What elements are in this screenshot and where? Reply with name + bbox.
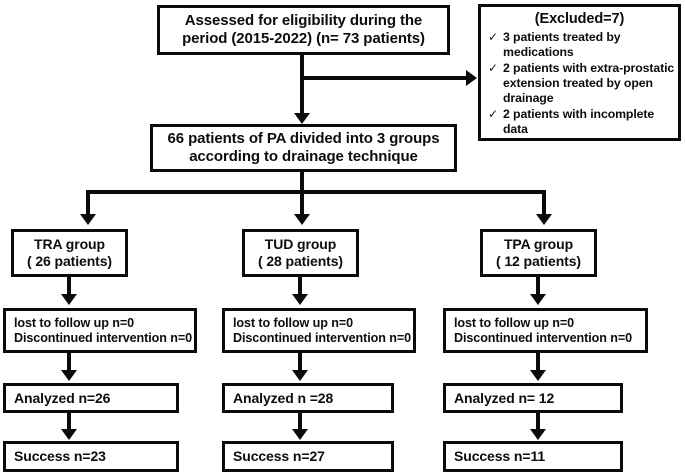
success-text: Success n=23 (14, 448, 106, 465)
arrow-tud-to-followup (292, 294, 308, 305)
group-name: TPA group (503, 236, 574, 253)
connector-to-excluded (300, 76, 468, 80)
analyzed-text: Analyzed n=26 (14, 389, 111, 406)
node-analyzed-tra: Analyzed n=26 (3, 383, 179, 413)
list-item: ✓ 2 patients with extra-prostatic extens… (488, 61, 679, 106)
arrow-to-group-tra (80, 214, 96, 225)
arrow-to-excluded (466, 70, 477, 86)
arrow-to-divided (294, 113, 310, 124)
node-success-tpa: Success n=11 (443, 441, 623, 472)
arrow-tra-to-success (61, 429, 77, 440)
excluded-item-text: 2 patients with incomplete data (503, 107, 655, 137)
group-count: ( 26 patients) (27, 253, 112, 269)
connector-tud-to-followup (298, 277, 302, 298)
connector-tud-to-analyzed (298, 353, 302, 375)
excluded-item-text: 2 patients with extra-prostatic extensio… (503, 61, 675, 106)
connector-tpa-to-followup (536, 277, 540, 298)
divided-line-2: according to drainage technique (189, 148, 418, 165)
arrow-to-group-tud (294, 214, 310, 225)
arrow-to-group-tpa (536, 214, 552, 225)
connector-split-middle (300, 190, 304, 218)
arrow-tud-to-success (292, 429, 308, 440)
node-followup-tud: lost to follow up n=0 Discontinued inter… (222, 308, 416, 353)
excluded-item-text: 3 patients treated by medications (503, 30, 621, 60)
arrow-tpa-to-success (530, 429, 546, 440)
list-item: ✓ 3 patients treated by medications (488, 30, 679, 60)
divided-line-1: 66 patients of PA divided into 3 groups (167, 130, 440, 148)
connector-divided-down (300, 172, 304, 193)
connector-tud-to-success (298, 413, 302, 432)
analyzed-text: Analyzed n =28 (233, 389, 334, 406)
excluded-list: ✓ 3 patients treated by medications ✓ 2 … (484, 30, 683, 138)
node-group-tud: TUD group ( 28 patients) (242, 229, 359, 277)
node-group-tpa: TPA group ( 12 patients) (480, 229, 597, 277)
node-group-tra: TRA group ( 26 patients) (11, 229, 128, 277)
node-success-tra: Success n=23 (3, 441, 179, 472)
followup-line-1: lost to follow up n=0 (233, 315, 353, 330)
connector-tra-to-analyzed (67, 353, 71, 375)
followup-line-1: lost to follow up n=0 (454, 315, 574, 330)
check-icon: ✓ (488, 30, 498, 45)
assessed-line-1: Assessed for eligibility during the (184, 12, 423, 30)
check-icon: ✓ (488, 107, 498, 122)
group-count: ( 28 patients) (258, 253, 343, 269)
arrow-tra-to-analyzed (61, 370, 77, 381)
followup-line-2: Discontinued intervention n=0 (233, 330, 411, 345)
connector-assessed-trunk (300, 55, 304, 118)
followup-line-1: lost to follow up n=0 (14, 315, 134, 330)
check-icon: ✓ (488, 61, 498, 76)
connector-split-left (86, 190, 90, 218)
arrow-tra-to-followup (61, 294, 77, 305)
followup-line-2: Discontinued intervention n=0 (454, 330, 632, 345)
arrow-tud-to-analyzed (292, 370, 308, 381)
connector-tpa-to-analyzed (536, 353, 540, 375)
connector-tra-to-followup (67, 277, 71, 298)
followup-line-2: Discontinued intervention n=0 (14, 330, 192, 345)
list-item: ✓ 2 patients with incomplete data (488, 107, 679, 137)
connector-split-horizontal (86, 190, 546, 194)
analyzed-text: Analyzed n= 12 (454, 389, 555, 406)
connector-split-right (542, 190, 546, 218)
connector-tpa-to-success (536, 413, 540, 432)
group-name: TUD group (264, 236, 337, 253)
node-followup-tpa: lost to follow up n=0 Discontinued inter… (443, 308, 648, 353)
success-text: Success n=11 (454, 448, 546, 465)
node-assessed-for-eligibility: Assessed for eligibility during the peri… (157, 5, 450, 55)
group-count: ( 12 patients) (496, 253, 581, 269)
node-analyzed-tpa: Analyzed n= 12 (443, 383, 623, 413)
arrow-tpa-to-analyzed (530, 370, 546, 381)
group-name: TRA group (34, 236, 105, 253)
node-followup-tra: lost to follow up n=0 Discontinued inter… (3, 308, 197, 353)
node-success-tud: Success n=27 (222, 441, 394, 472)
success-text: Success n=27 (233, 448, 325, 465)
connector-tra-to-success (67, 413, 71, 432)
node-analyzed-tud: Analyzed n =28 (222, 383, 394, 413)
node-divided-into-groups: 66 patients of PA divided into 3 groups … (150, 124, 457, 172)
assessed-line-2: period (2015-2022) (n= 73 patients) (182, 30, 425, 47)
node-excluded: (Excluded=7) ✓ 3 patients treated by med… (478, 4, 681, 141)
arrow-tpa-to-followup (530, 294, 546, 305)
excluded-title: (Excluded=7) (534, 11, 625, 27)
